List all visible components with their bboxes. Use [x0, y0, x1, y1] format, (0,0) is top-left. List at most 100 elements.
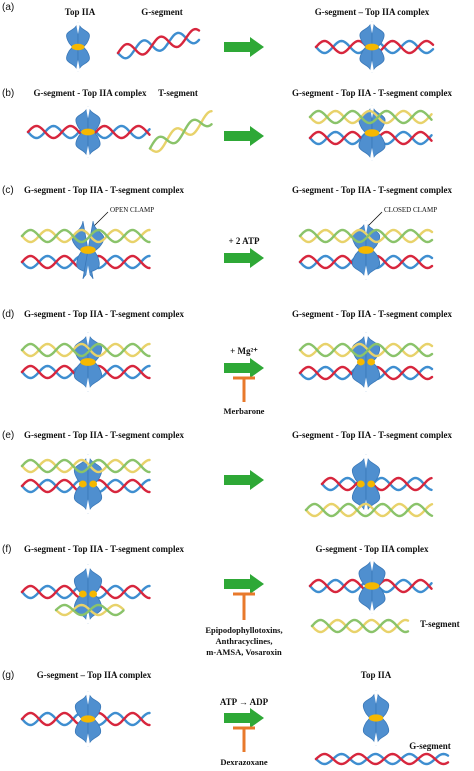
gate-left: [356, 480, 365, 488]
dna-strand-1: [320, 476, 433, 492]
t-segment-dna: [298, 342, 434, 358]
panel-b-left-title: G-segment - Top IIA complex: [33, 88, 147, 98]
enzyme-cavity-bottom: [85, 265, 91, 280]
enzyme-cavity-bottom: [363, 499, 369, 514]
g-segment-label: G-segment: [409, 741, 451, 751]
panel-e-right-title: G-segment - Top IIA - T-segment complex: [292, 430, 453, 440]
panel-e-left-title: G-segment - Top IIA - T-segment complex: [24, 430, 185, 440]
arrow-condition-label: + 2 ATP: [229, 236, 260, 246]
panel-e: (e) G-segment - Top IIA - T-segment comp…: [2, 430, 453, 518]
panel-a-left-title: Top IIA: [65, 7, 96, 17]
arrow-shape: [224, 248, 264, 268]
dna-strand-1: [20, 458, 151, 474]
top2a-enzyme: [362, 690, 390, 746]
arrow-shape: [224, 126, 264, 146]
gate: [364, 582, 380, 590]
enzyme-left-half: [358, 557, 373, 615]
dna-strand-2: [148, 118, 213, 150]
panel-d-letter: (d): [2, 309, 14, 320]
gate-right: [89, 480, 98, 488]
t-segment-dna: [20, 458, 151, 474]
dna-strand-1: [310, 618, 410, 634]
dna-strand-2: [54, 603, 125, 617]
dna-strand-1: [148, 110, 213, 154]
t-segment-dna: [298, 228, 434, 244]
arrow-shape: [224, 358, 264, 378]
panel-f-letter: (f): [2, 544, 11, 555]
t-segment-dna: [304, 502, 434, 518]
dna-strand-1: [298, 228, 434, 244]
enzyme-cavity-bottom: [75, 59, 81, 72]
enzyme-cavity-top: [85, 454, 91, 469]
gate-right: [89, 590, 98, 598]
enzyme-cavity-bottom: [363, 265, 369, 280]
panel-g-letter: (g): [2, 670, 14, 681]
enzyme-right-half: [371, 21, 385, 73]
dna-strand-2: [298, 228, 434, 244]
reaction-arrow: [224, 358, 264, 378]
enzyme-cavity-bottom: [369, 147, 375, 161]
gate-right: [367, 480, 376, 488]
arrow-condition-label: ATP → ADP: [220, 697, 269, 707]
inhibitor-label: Merbarone: [224, 406, 265, 416]
arrow-shape: [224, 37, 264, 57]
panel-f-right-title: G-segment - Top IIA complex: [315, 544, 429, 554]
panel-g-right-title: Top IIA: [361, 670, 392, 680]
panel-g: (g) G-segment – Top IIA complex Top IIA …: [2, 670, 451, 767]
reaction-arrow: [224, 574, 264, 594]
reaction-arrow: [224, 708, 264, 728]
enzyme-cavity-bottom: [373, 732, 379, 746]
inhibitor-symbol: [233, 592, 255, 620]
inhibitor-symbol: [233, 726, 255, 752]
inhibitor-symbol: [233, 376, 255, 402]
top2a-enzyme: [74, 691, 102, 747]
enzyme-body: [74, 691, 102, 747]
dna-strand-1: [314, 752, 450, 766]
enzyme-right-half: [375, 690, 390, 746]
enzyme-left-half: [73, 332, 89, 392]
dna-strand-2: [116, 27, 201, 56]
enzyme-body: [75, 106, 101, 158]
t-segment-dna: [20, 228, 151, 244]
enzyme-cavity-bottom: [85, 733, 91, 747]
enzyme-cavity-bottom: [85, 145, 91, 158]
g-segment-dna: [314, 752, 450, 766]
enzyme-cavity-top: [363, 220, 369, 235]
gate: [368, 714, 384, 722]
t-segment-label: T-segment: [420, 619, 460, 629]
panel-c-right-title: G-segment - Top IIA - T-segment complex: [292, 185, 453, 195]
gate-left: [356, 358, 365, 366]
panel-c: (c) G-segment - Top IIA - T-segment comp…: [2, 185, 453, 280]
dna-strand-1: [20, 228, 151, 244]
top2a-enzyme: [75, 106, 101, 158]
g-segment-dna: [320, 476, 433, 492]
arrow-shape: [224, 708, 264, 728]
enzyme-left-half: [75, 106, 89, 158]
reaction-arrow: [224, 470, 264, 490]
enzyme-right-half: [87, 454, 103, 514]
enzyme-cavity-top: [85, 220, 91, 235]
panel-c-left-title: G-segment - Top IIA - T-segment complex: [24, 185, 185, 195]
dna-strand-2: [298, 342, 434, 358]
enzyme-left-half: [359, 21, 373, 73]
gate: [81, 128, 95, 136]
panel-d-left-title: G-segment - Top IIA - T-segment complex: [24, 309, 185, 319]
panel-a-left-title2: G-segment: [141, 7, 183, 17]
enzyme-left-half: [74, 691, 89, 747]
dna-strand-2: [20, 342, 151, 358]
enzyme-cavity-top: [75, 22, 81, 35]
t-segment-dna: [54, 603, 125, 617]
enzyme-cavity-bottom: [85, 609, 91, 624]
g-segment-dna: [116, 27, 201, 60]
gate: [80, 246, 96, 254]
enzyme-cavity-top: [363, 454, 369, 469]
top2a-enzyme: [66, 22, 90, 72]
arrow-shape: [224, 470, 264, 490]
enzyme-cavity-top: [85, 332, 91, 347]
panel-c-letter: (c): [2, 185, 14, 196]
panel-f: (f) G-segment - Top IIA - T-segment comp…: [2, 544, 460, 657]
enzyme-cavity-bottom: [85, 377, 91, 392]
enzyme-cavity-top: [369, 21, 375, 34]
dna-strand-2: [20, 228, 151, 244]
